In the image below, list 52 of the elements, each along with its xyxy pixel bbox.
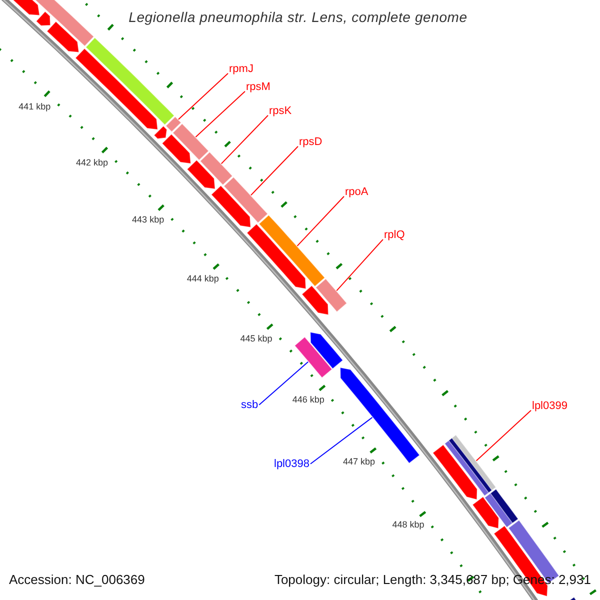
leader-line — [476, 410, 532, 462]
gene-label: rpoA — [345, 186, 368, 199]
gene-label: rpsM — [246, 81, 270, 94]
leader-line — [195, 90, 246, 138]
gene-block — [172, 123, 210, 161]
gene-block — [154, 126, 168, 140]
gene-block — [85, 37, 175, 126]
gene-block — [186, 160, 216, 190]
gene-block — [484, 492, 513, 528]
scale-label: 444 kbp — [186, 273, 219, 284]
gene-label: rplQ — [384, 229, 405, 242]
accession-note: Accession: NC_006369 — [9, 572, 145, 588]
gene-label: ssb — [241, 399, 258, 412]
gene-block — [508, 520, 560, 584]
gene-block — [432, 444, 478, 500]
leader-line — [310, 416, 373, 464]
gene-block — [162, 134, 192, 164]
gene-block — [36, 11, 51, 26]
gene-block — [210, 185, 252, 228]
gene-block — [74, 48, 158, 130]
scale-label: 445 kbp — [240, 333, 272, 344]
gene-block — [223, 176, 268, 224]
gene-block — [258, 214, 326, 287]
gene-block — [200, 152, 233, 186]
gene-block — [246, 224, 306, 290]
scale-label: 448 kbp — [392, 519, 424, 530]
scale-label: 441 kbp — [18, 101, 51, 112]
genome-summary: Topology: circular; Length: 3,345,687 bp; Genes: 2,931 — [274, 572, 591, 588]
gene-block — [46, 21, 80, 53]
scale-label: 442 kbp — [76, 157, 108, 168]
leader-line — [336, 238, 384, 292]
leader-line — [258, 361, 309, 406]
scale-label: 446 kbp — [292, 394, 324, 405]
gene-block — [301, 285, 329, 316]
gene-block — [310, 332, 344, 370]
leader-line — [250, 146, 298, 196]
gene-block — [33, 0, 94, 47]
scale-label: 443 kbp — [132, 214, 164, 226]
gene-block — [472, 496, 500, 529]
leader-line — [296, 196, 344, 246]
leader-line — [220, 114, 268, 164]
gene-block — [490, 488, 519, 524]
gene-block — [315, 278, 348, 312]
gene-label: rpsD — [299, 136, 322, 149]
gene-label: lpl0399 — [532, 400, 568, 413]
gene-label: rpmJ — [229, 63, 254, 76]
gene-label: lpl0398 — [274, 458, 310, 471]
scale-label: 447 kbp — [343, 456, 376, 468]
leader-line — [178, 72, 228, 120]
map-title: Legionella pneumophila str. Lens, complete genome — [128, 9, 468, 25]
gene-block — [294, 336, 332, 378]
gene-label: rpsK — [269, 105, 292, 118]
